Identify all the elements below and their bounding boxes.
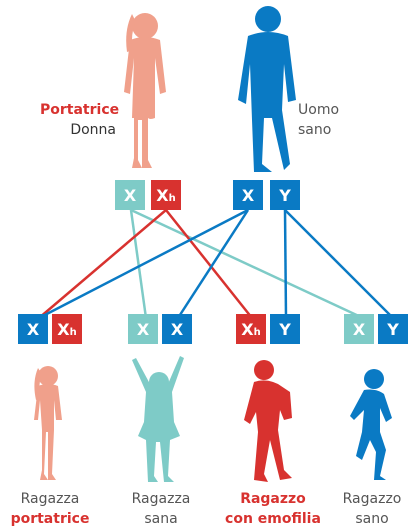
child3-chromosome-y: Y [270, 314, 300, 344]
line-father-x-to-girl1 [38, 208, 249, 320]
child4-label-line1: Ragazzo [342, 491, 402, 507]
child4-label: Ragazzo sano [336, 489, 408, 529]
line-father-y-to-boy1 [283, 209, 288, 319]
child2-label-line2: sana [144, 511, 178, 527]
boy-running-silhouette-icon [350, 369, 392, 480]
girl-silhouette-icon [34, 366, 62, 480]
mother-label: Portatrice Donna [40, 100, 120, 140]
child2-label-line1: Ragazza [131, 491, 191, 507]
child1-label: Ragazza portatrice [4, 489, 96, 529]
father-label: Uomo sano [298, 100, 378, 140]
child2-chromosome-x-mother: X [128, 314, 158, 344]
line-mother-xh-to-girl1 [38, 209, 167, 319]
father-label-line1: Uomo [298, 102, 340, 118]
father-chromosome-y: Y [270, 180, 300, 210]
child4-label-line2: sano [355, 511, 389, 527]
woman-silhouette-icon [124, 13, 166, 168]
line-father-x-to-girl2 [176, 209, 250, 319]
child1-chromosome-x: X [18, 314, 48, 344]
inheritance-lines [38, 208, 394, 320]
line-father-y-to-boy2 [284, 209, 394, 319]
man-silhouette-icon [238, 6, 296, 172]
child3-label-line1: Ragazzo [240, 491, 306, 507]
child3-label: Ragazzo con emofilia [216, 489, 330, 529]
child2-label: Ragazza sana [126, 489, 196, 529]
line-mother-xh-to-boy1 [165, 209, 253, 319]
father-label-line2: sano [298, 122, 332, 138]
boy-backpack-silhouette-icon [244, 360, 292, 482]
girl-jumping-silhouette-icon [132, 356, 184, 482]
mother-label-line2: Donna [70, 122, 116, 138]
mother-chromosome-x: X [115, 180, 145, 210]
mother-label-line1: Portatrice [40, 102, 120, 118]
child4-chromosome-y: Y [378, 314, 408, 344]
child1-label-line1: Ragazza [20, 491, 80, 507]
child3-label-line2: con emofilia [225, 511, 321, 527]
father-chromosome-x: X [233, 180, 263, 210]
line-mother-x-to-boy2 [130, 208, 364, 320]
child1-label-line2: portatrice [10, 511, 90, 527]
child2-chromosome-x-father: X [162, 314, 192, 344]
child4-chromosome-x: X [344, 314, 374, 344]
line-mother-x-to-girl2 [129, 209, 148, 319]
